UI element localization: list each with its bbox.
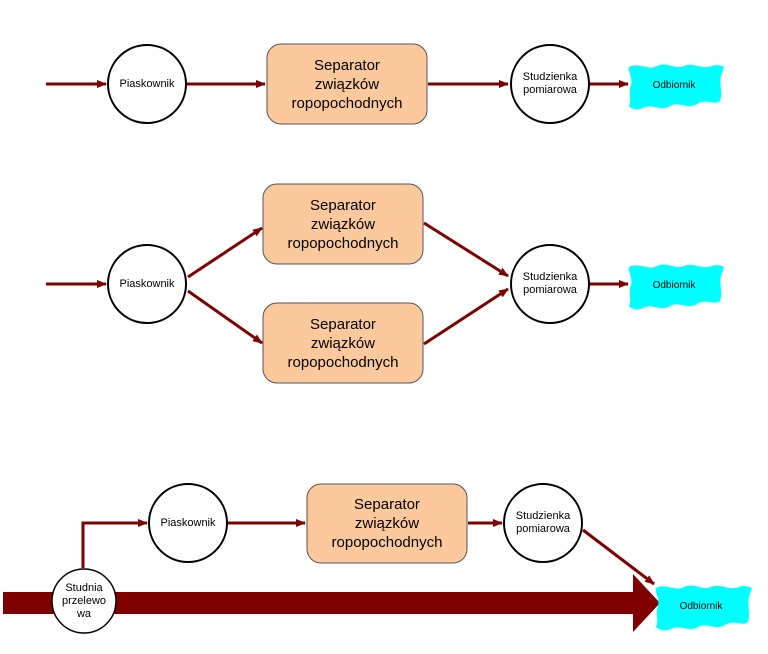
arrow-separator-top-to-well [423,221,509,278]
arrow-sand-trap-to-separator-top [187,226,263,279]
measuring-well-circle [510,44,590,124]
arrow-sand-trap-to-separator-bottom [187,289,263,345]
diagram-3 [3,483,752,634]
sand-trap-circle [148,483,228,563]
sand-trap-circle [107,44,187,124]
overflow-well-circle [51,568,117,634]
main-flow-arrow [3,574,660,632]
separator-top-box [262,183,424,265]
separator-box [306,483,468,564]
diagram-1 [46,43,724,125]
arrow-separator-bottom-to-well [423,287,509,346]
receiver-shape [655,585,752,631]
measuring-well-circle [510,244,590,324]
receiver-shape [628,64,724,110]
receiver-shape [628,264,724,310]
diagram-2 [46,183,724,384]
measuring-well-circle [503,483,583,563]
separator-box [266,43,428,125]
sand-trap-circle [107,244,187,324]
separator-bottom-box [262,302,424,384]
arrow-well-to-receiver [582,528,655,586]
arrow-overflow-to-sand-trap [81,519,148,568]
